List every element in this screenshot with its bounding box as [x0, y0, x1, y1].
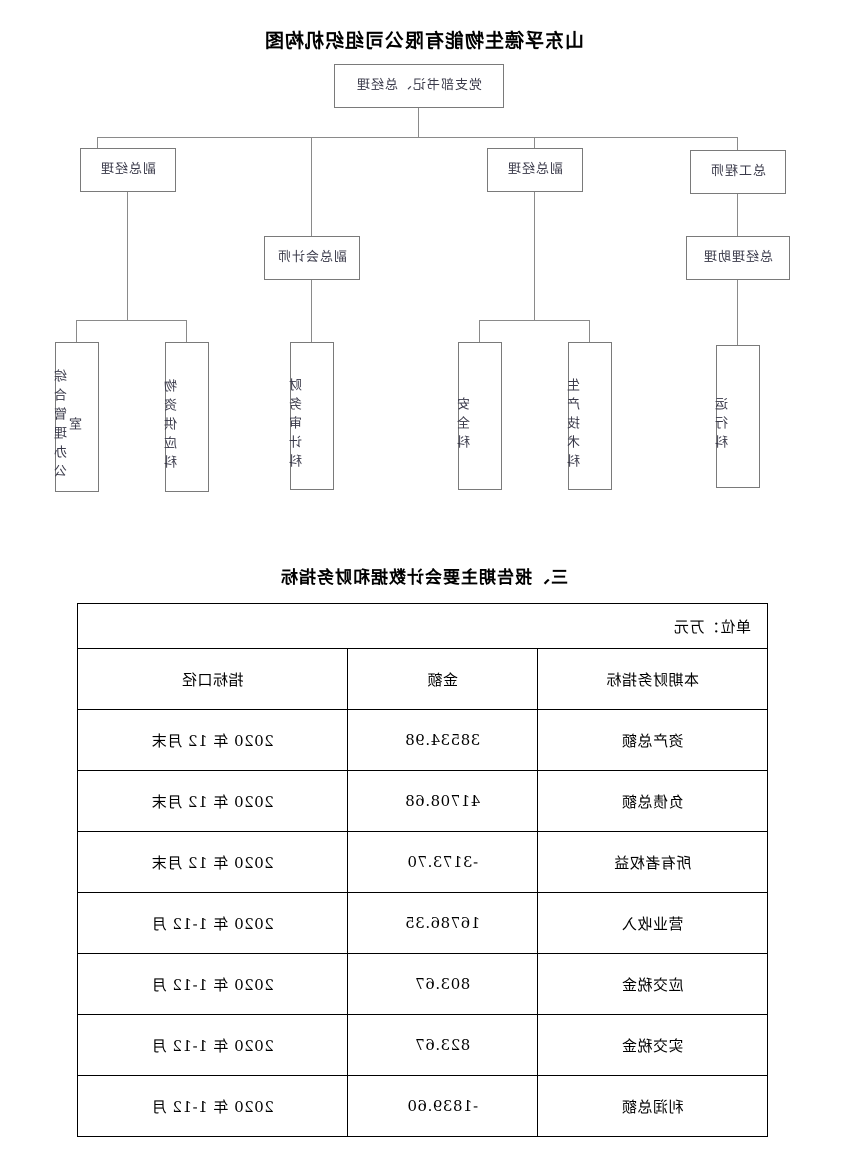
org-chart: 山东孚德生物能有限公司组织机构图 党支部书记、总经理 总工程师 副总经理 副总经…: [0, 0, 848, 520]
connector-assistant-to-operations: [737, 280, 738, 345]
table-row: 应交税金 803.67 2020 年 1-12 月: [77, 953, 768, 1015]
cell-amount: 803.67: [347, 953, 538, 1015]
cell-amount: 38534.98: [347, 709, 538, 771]
table-header-row: 本期财务指标 金额 指标口径: [77, 648, 768, 710]
unit-cell: 单位：万元: [77, 603, 768, 649]
table-row: 实交税金 823.67 2020 年 1-12 月: [77, 1014, 768, 1076]
connector-deputy-gm-right-stem: [127, 192, 128, 320]
connector-deputy-gm-left-stem: [534, 192, 535, 320]
connector-drop-safety: [479, 320, 480, 342]
table-row: 营业收入 16786.35 2020 年 1-12 月: [77, 892, 768, 954]
org-node-finance-audit: 财务审计科: [290, 342, 334, 490]
org-node-deputy-gm-right: 副总经理: [80, 148, 176, 192]
table-row: 负债总额 41708.68 2020 年 12 月末: [77, 770, 768, 832]
org-node-deputy-chief-accountant: 副总会计师: [264, 236, 360, 280]
cell-amount: 41708.68: [347, 770, 538, 832]
table-row: 资产总额 38534.98 2020 年 12 月末: [77, 709, 768, 771]
connector-drop-general-office: [76, 320, 77, 342]
cell-caliber: 2020 年 1-12 月: [77, 1075, 348, 1137]
column-header-amount: 金额: [347, 648, 538, 710]
cell-caliber: 2020 年 12 月末: [77, 831, 348, 893]
connector-chief-engineer-to-assistant: [737, 194, 738, 236]
org-node-production-tech: 生产技术科: [568, 342, 612, 490]
cell-indicator: 负债总额: [537, 770, 768, 832]
org-node-root: 党支部书记、总经理: [334, 64, 504, 108]
org-chart-title: 山东孚德生物能有限公司组织机构图: [264, 30, 585, 52]
cell-indicator: 资产总额: [537, 709, 768, 771]
cell-caliber: 2020 年 1-12 月: [77, 953, 348, 1015]
org-node-chief-engineer: 总工程师: [690, 150, 786, 194]
table-row: 所有者权益 -3173.70 2020 年 12 月末: [77, 831, 768, 893]
connector-root-stem: [418, 108, 419, 137]
connector-deputy-gm-left-bus: [480, 320, 590, 321]
org-node-material-supply: 物资供应科: [165, 342, 209, 492]
cell-indicator: 实交税金: [537, 1014, 768, 1076]
financial-section-heading: 三、报告期主要会计数据和财务指标: [280, 568, 568, 588]
cell-caliber: 2020 年 1-12 月: [77, 1014, 348, 1076]
cell-amount: -3173.70: [347, 831, 538, 893]
org-node-gm-assistant: 总经理助理: [686, 236, 790, 280]
table-row: 利润总额 -1839.60 2020 年 1-12 月: [77, 1075, 768, 1137]
cell-caliber: 2020 年 12 月末: [77, 709, 348, 771]
connector-accountant-to-finance-audit: [311, 280, 312, 342]
cell-indicator: 应交税金: [537, 953, 768, 1015]
connector-drop-material-supply: [186, 320, 187, 342]
org-node-deputy-gm-left: 副总经理: [487, 148, 583, 192]
connector-drop-production-tech: [589, 320, 590, 342]
cell-caliber: 2020 年 12 月末: [77, 770, 348, 832]
cell-indicator: 营业收入: [537, 892, 768, 954]
connector-level2-bus: [98, 137, 738, 138]
cell-indicator: 利润总额: [537, 1075, 768, 1137]
connector-drop-deputy-chief-accountant: [311, 137, 312, 236]
connector-deputy-gm-right-bus: [77, 320, 187, 321]
cell-caliber: 2020 年 1-12 月: [77, 892, 348, 954]
column-header-caliber: 指标口径: [77, 648, 348, 710]
org-node-operations: 运行科: [716, 345, 760, 488]
org-node-safety: 安全科: [458, 342, 502, 490]
financial-indicators-table: 单位：万元 本期财务指标 金额 指标口径 资产总额 38534.98 2020 …: [77, 603, 768, 1137]
cell-amount: -1839.60: [347, 1075, 538, 1137]
org-node-general-office: 综合管理办公室: [55, 342, 99, 492]
column-header-indicator: 本期财务指标: [537, 648, 768, 710]
table-unit-row: 单位：万元: [77, 603, 768, 649]
cell-amount: 16786.35: [347, 892, 538, 954]
cell-indicator: 所有者权益: [537, 831, 768, 893]
cell-amount: 823.67: [347, 1014, 538, 1076]
